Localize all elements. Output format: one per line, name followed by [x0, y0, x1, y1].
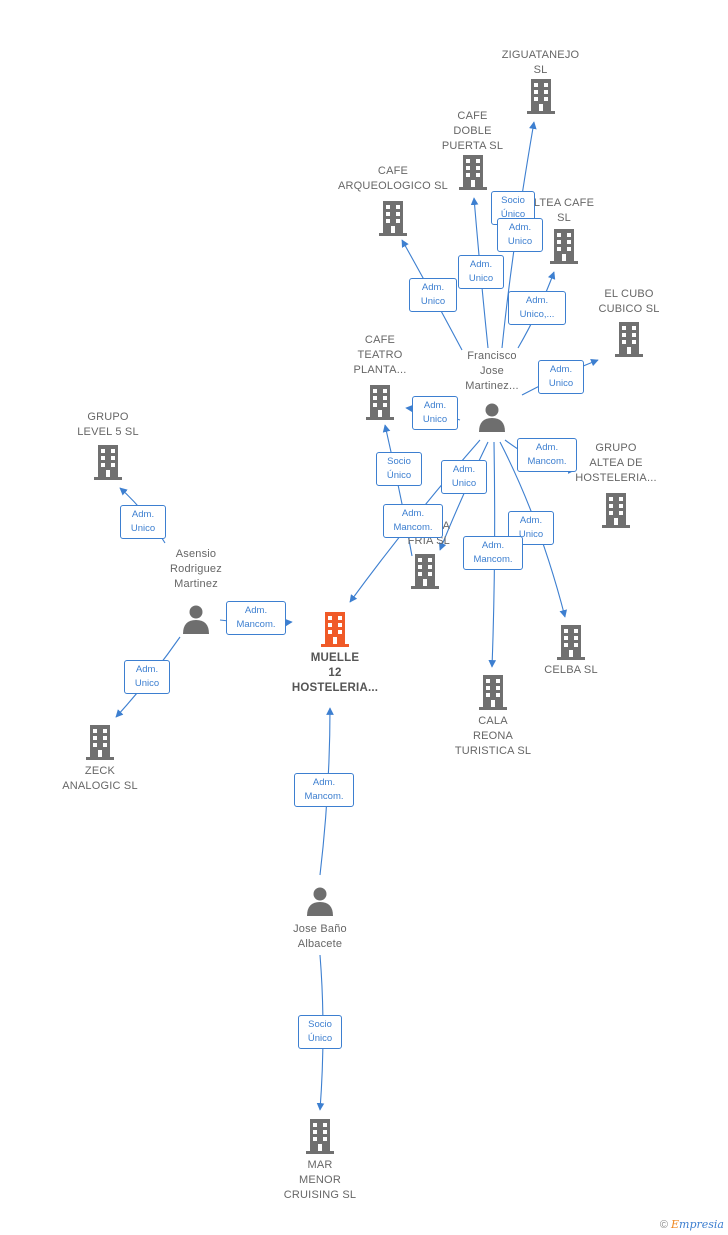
edge-teatro-socio: [382, 424, 413, 557]
node-label: CELBA SL: [544, 664, 598, 676]
building-icon: [86, 725, 114, 760]
node-person-asensio[interactable]: Asensio Rodriguez Martinez: [150, 547, 242, 634]
node-label: ZECK ANALOGIC SL: [62, 765, 138, 792]
edge-label[interactable]: Socio Único: [298, 1015, 342, 1049]
node-cafe-teatro[interactable]: CAFE TEATRO PLANTA...: [334, 333, 426, 420]
node-label: GRUPO ALTEA DE HOSTELERIA...: [575, 442, 657, 484]
building-icon: [550, 229, 578, 264]
edge-fria: [438, 441, 489, 551]
edge-label[interactable]: Adm. Unico: [441, 460, 487, 494]
edge-label[interactable]: Adm. Unico: [412, 396, 458, 430]
building-icon: [411, 554, 439, 589]
edge-label[interactable]: Adm. Mancom.: [517, 438, 577, 472]
building-icon: [615, 322, 643, 357]
building-icon: [306, 1119, 334, 1154]
building-icon: [479, 675, 507, 710]
person-icon: [307, 887, 333, 916]
node-grupo-level5[interactable]: GRUPO LEVEL 5 SL: [62, 410, 154, 480]
building-icon: [379, 201, 407, 236]
edge-label[interactable]: Adm. Mancom.: [294, 773, 354, 807]
node-person-jose-bano[interactable]: Jose Baño Albacete: [272, 886, 368, 952]
node-label: Francisco Jose Martinez...: [465, 350, 519, 392]
node-celba[interactable]: CELBA SL: [526, 624, 616, 678]
edge-label[interactable]: Adm. Unico: [120, 505, 166, 539]
node-cafe-doble[interactable]: CAFE DOBLE PUERTA SL: [420, 109, 525, 190]
edge-label[interactable]: Adm. Unico: [538, 360, 584, 394]
building-icon: [366, 385, 394, 420]
building-icon: [602, 493, 630, 528]
edge-label[interactable]: Adm. Mancom.: [463, 536, 523, 570]
node-label: Asensio Rodriguez Martinez: [170, 548, 222, 590]
building-icon: [557, 625, 585, 660]
node-label: ZIGUATANEJO SL: [501, 49, 580, 76]
person-icon: [183, 605, 209, 634]
node-label: MAR MENOR CRUISING SL: [283, 1159, 357, 1201]
building-icon: [94, 445, 122, 480]
node-label: CAFE TEATRO PLANTA...: [353, 334, 407, 376]
edge-label[interactable]: Adm. Unico: [124, 660, 170, 694]
node-ziguatanejo[interactable]: ZIGUATANEJO SL: [488, 48, 593, 114]
edge-label[interactable]: Adm. Unico: [409, 278, 457, 312]
building-icon: [458, 155, 487, 190]
node-zeck[interactable]: ZECK ANALOGIC SL: [50, 724, 150, 794]
edge-label[interactable]: Adm. Unico: [458, 255, 504, 289]
node-label: Jose Baño Albacete: [293, 923, 347, 950]
brand-watermark: © Empresia: [660, 1218, 724, 1231]
edge-label[interactable]: Adm. Unico,...: [508, 291, 566, 325]
node-label: GRUPO LEVEL 5 SL: [77, 411, 139, 438]
node-label: CAFE ARQUEOLOGICO SL: [338, 165, 448, 192]
copyright-symbol: ©: [659, 1219, 668, 1231]
edge-label[interactable]: Adm. Unico: [497, 218, 543, 252]
brand-logo-text: mpresia: [679, 1218, 724, 1231]
node-altea-cafe[interactable]: LTEA CAFE SL: [518, 196, 610, 264]
building-icon: [526, 79, 555, 114]
node-mar-menor[interactable]: MAR MENOR CRUISING SL: [268, 1118, 372, 1203]
node-el-cubo[interactable]: EL CUBO CUBICO SL: [580, 287, 678, 357]
node-cafe-arqueologico[interactable]: CAFE ARQUEOLOGICO SL: [328, 164, 458, 236]
node-label: MUELLE 12 HOSTELERIA...: [291, 652, 379, 694]
node-label: EL CUBO CUBICO SL: [598, 288, 660, 315]
edge-label[interactable]: Socio Único: [376, 452, 422, 486]
node-grupo-altea[interactable]: GRUPO ALTEA DE HOSTELERIA...: [566, 441, 666, 528]
building-icon: [321, 612, 349, 647]
node-label: LTEA CAFE SL: [533, 197, 595, 224]
node-muelle-main[interactable]: MUELLE 12 HOSTELERIA...: [280, 611, 390, 696]
person-icon: [479, 403, 505, 432]
node-label: CALA REONA TURISTICA SL: [454, 715, 532, 757]
node-cala-reona[interactable]: CALA REONA TURISTICA SL: [440, 674, 546, 759]
edge-label[interactable]: Adm. Mancom.: [383, 504, 443, 538]
node-fria[interactable]: A FRIA SL: [388, 519, 466, 589]
brand-logo-e: E: [671, 1218, 680, 1231]
edge-label[interactable]: Adm. Mancom.: [226, 601, 286, 635]
node-label: CAFE DOBLE PUERTA SL: [441, 110, 504, 152]
node-label: A FRIA SL: [407, 520, 450, 547]
node-person-francisco[interactable]: Francisco Jose Martinez...: [446, 349, 538, 432]
